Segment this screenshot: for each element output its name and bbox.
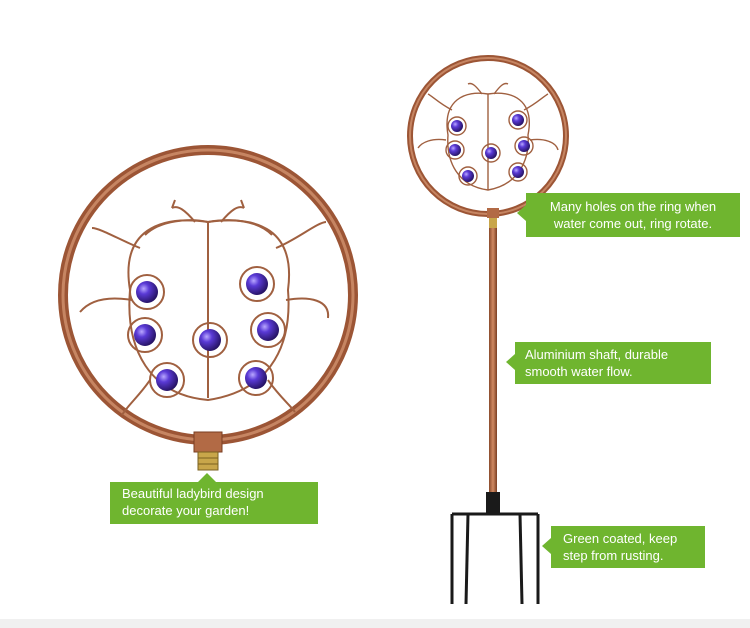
callout-pointer [198, 473, 216, 482]
metal-stake [450, 492, 540, 605]
callout-text-line2: water come out, ring rotate. [553, 216, 713, 231]
aluminium-shaft [489, 228, 497, 496]
callout-text-line1: Green coated, keep [563, 531, 678, 546]
callout-ladybird-design: Beautiful ladybird design decorate your … [110, 473, 318, 524]
callout-pointer [506, 354, 515, 370]
callout-text-line1: Aluminium shaft, durable [525, 347, 669, 362]
ladybird-wire [79, 199, 330, 416]
callout-text-line1: Many holes on the ring when [549, 199, 717, 214]
callout-text-line2: smooth water flow. [525, 364, 633, 379]
callout-text-line2: step from rusting. [563, 548, 664, 563]
callout-aluminium-shaft: Aluminium shaft, durable smooth water fl… [506, 342, 711, 384]
callout-text-line1: Beautiful ladybird design [122, 486, 264, 501]
sprinkler-full-view [407, 55, 569, 605]
bottom-divider [0, 619, 750, 628]
brass-connector [193, 431, 223, 453]
callout-green-coated: Green coated, keep step from rusting. [542, 526, 705, 568]
callout-ring-holes: Many holes on the ring when water come o… [517, 193, 740, 237]
callout-pointer [517, 205, 526, 221]
ladybird-closeup [58, 145, 358, 471]
callout-text-line2: decorate your garden! [122, 503, 250, 518]
callout-pointer [542, 538, 551, 554]
glass-beads [134, 273, 279, 391]
